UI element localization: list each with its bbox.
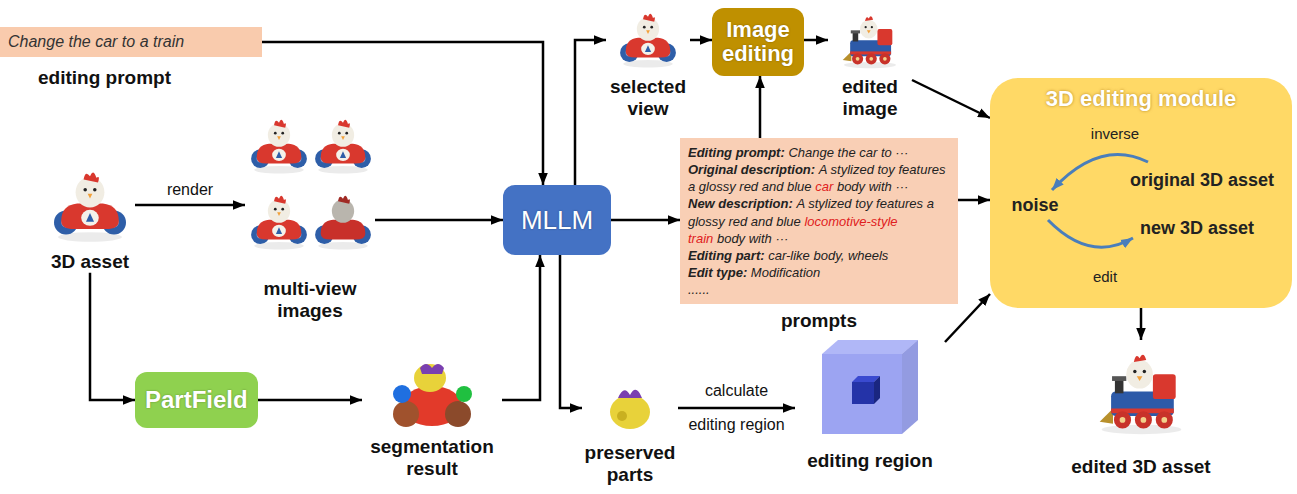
box-label: Image editing	[716, 18, 800, 66]
edit-arrow	[1048, 220, 1133, 247]
toy-view	[251, 120, 307, 174]
field-value: Modification	[751, 265, 820, 280]
field-value: body with ···	[717, 231, 789, 246]
box-caption: editing prompt	[0, 67, 262, 89]
preserved-blob	[610, 390, 650, 429]
module-title: 3D editing module	[990, 86, 1292, 112]
flow-arrow	[611, 219, 680, 222]
inverse-arrow	[1052, 154, 1148, 190]
flow-arrow	[1140, 308, 1143, 340]
flow-arrow	[135, 204, 245, 207]
flow-arrow	[502, 255, 540, 400]
field-key: Edit type:	[688, 265, 747, 280]
box-label: PartField	[145, 387, 248, 413]
image-picture: edited image	[828, 8, 912, 120]
segmentation-blobs	[393, 364, 472, 427]
flow-arrow	[262, 42, 543, 185]
asset-picture: 3D asset	[45, 165, 135, 273]
train-render	[1100, 355, 1182, 434]
picture-caption: multi-view images	[245, 278, 375, 322]
region-cube	[822, 340, 918, 434]
picture-caption: 3D asset	[45, 251, 135, 273]
panel-caption: prompts	[680, 310, 958, 332]
process-box: PartField	[135, 372, 258, 428]
prompt-list: Editing prompt:Change the car to ··· Orig…	[680, 138, 958, 304]
picture-caption: preserved parts	[582, 442, 678, 486]
flow-arrow	[678, 407, 795, 410]
edge-label: calculate editing region	[681, 374, 793, 442]
toy-render	[54, 173, 126, 242]
flow-arrow	[912, 80, 990, 118]
toy-view	[251, 196, 307, 250]
field-value: body with ···	[837, 179, 909, 194]
model-box: MLLM	[503, 185, 611, 255]
flow-arrow	[375, 219, 503, 222]
flow-arrow	[258, 399, 362, 402]
prompt-shape: Change the car to a train	[0, 27, 262, 57]
flow-arrow	[958, 199, 990, 202]
field-key: New description:	[688, 196, 793, 211]
field-value: ......	[688, 282, 710, 297]
step-label: inverse	[1091, 125, 1139, 142]
state-label: new 3D asset	[1140, 218, 1254, 239]
picture-caption: edited image	[828, 76, 912, 120]
flow-arrow	[90, 273, 135, 400]
field-value: Change the car to ···	[788, 145, 908, 160]
state-label: original 3D asset	[1130, 170, 1274, 191]
prompt-panel: Editing prompt:Change the car to ··· Orig…	[680, 138, 958, 332]
picture-caption: editing region	[795, 450, 945, 472]
prompt-text: Change the car to a train	[8, 33, 184, 51]
module-panel: 3D editing module inverse original 3D asse…	[990, 78, 1292, 308]
toy-view	[315, 120, 371, 174]
toy-view	[315, 196, 371, 250]
flow-arrow	[804, 39, 828, 42]
edge-label: render	[167, 181, 213, 199]
flow-arrow	[575, 40, 606, 185]
picture-caption: segmentation result	[362, 436, 502, 480]
box-label: MLLM	[521, 206, 593, 235]
state-label: noise	[1011, 195, 1058, 216]
picture-caption: selected view	[606, 76, 690, 120]
views-picture: multi-view images	[245, 112, 375, 322]
parts-picture: preserved parts	[582, 380, 678, 486]
flow-arrow	[690, 39, 712, 42]
view-picture: selected view	[606, 8, 690, 120]
process-box: Image editing	[712, 8, 804, 76]
field-value: car-like body, wheels	[768, 248, 888, 263]
field-key: Editing part:	[688, 248, 765, 263]
segmentation-picture: segmentation result	[362, 358, 502, 480]
asset-picture: edited 3D asset	[1061, 340, 1221, 478]
prompt-box: Change the car to a train editing prompt	[0, 27, 262, 89]
train-image	[843, 16, 896, 68]
step-label: edit	[1093, 268, 1117, 285]
picture-caption: edited 3D asset	[1061, 456, 1221, 478]
flow-arrow	[560, 255, 582, 408]
flow-arrow	[759, 76, 762, 138]
field-value: car	[815, 179, 833, 194]
region-picture: editing region	[795, 332, 945, 472]
field-key: Original description:	[688, 162, 815, 177]
toy-view	[620, 14, 676, 68]
field-key: Editing prompt:	[688, 145, 785, 160]
